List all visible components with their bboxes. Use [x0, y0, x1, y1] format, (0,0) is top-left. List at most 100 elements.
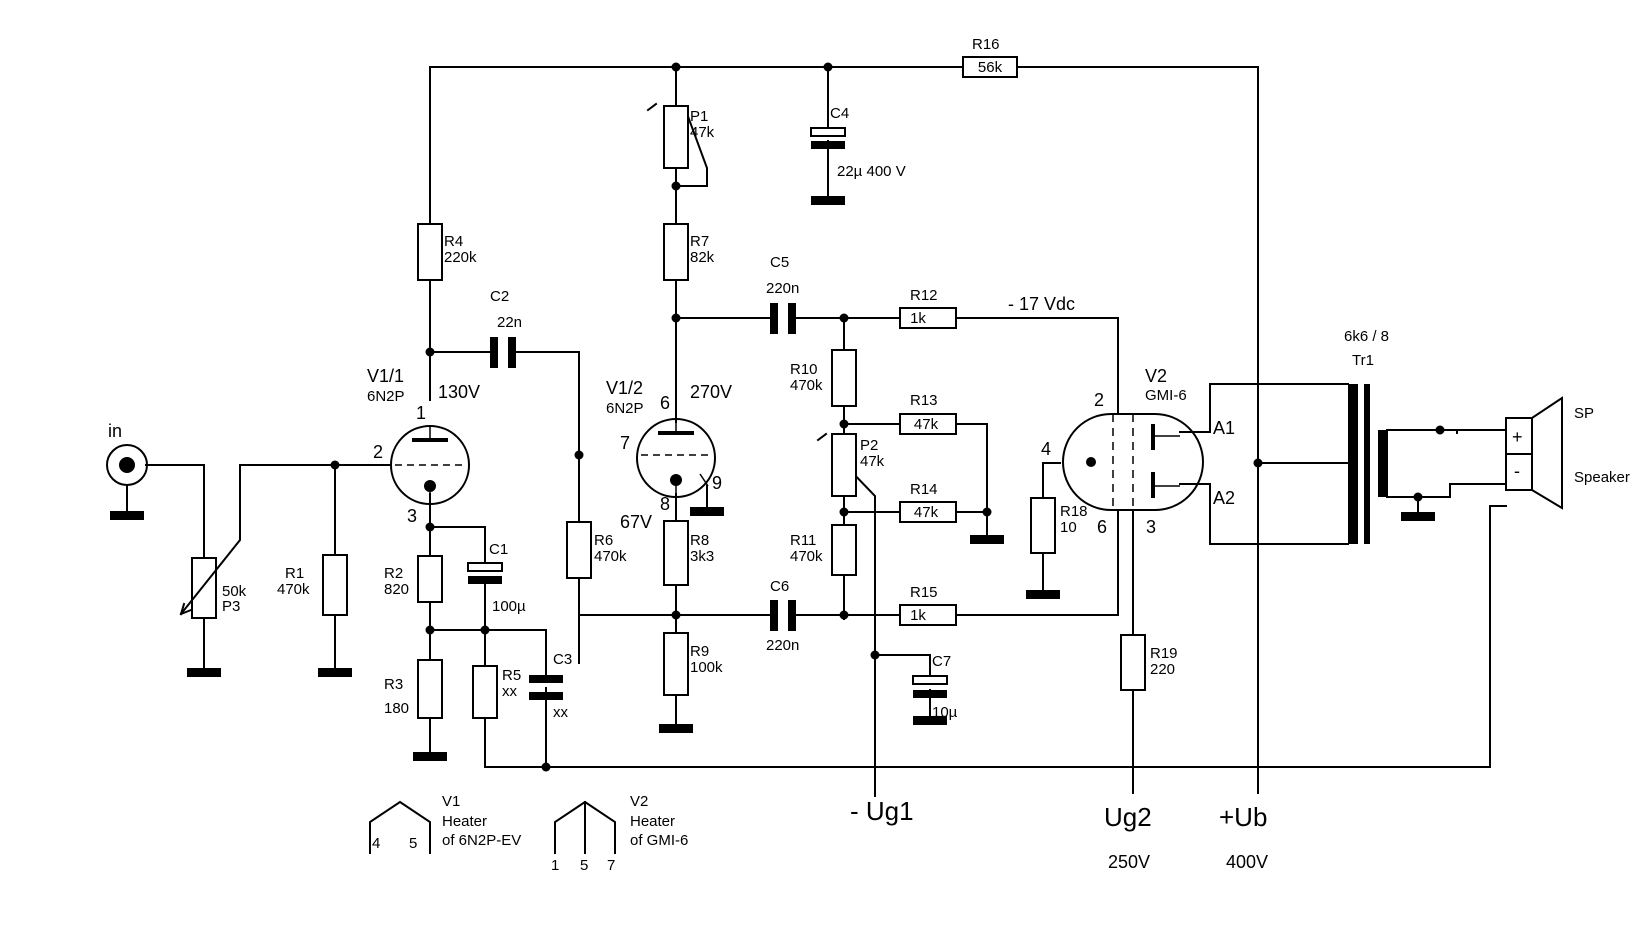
- r14-value: 47k: [914, 504, 939, 521]
- ground-icon: [913, 716, 947, 725]
- resistor-r1: [322, 554, 348, 616]
- junction-dot: [839, 313, 849, 323]
- r11-value: 470k: [790, 548, 823, 565]
- resistor-r14: [899, 501, 957, 523]
- heater-v2-pin: 1: [551, 857, 559, 874]
- r15-name: R15: [910, 584, 938, 601]
- v1-1-type: 6N2P: [367, 388, 405, 405]
- ground-icon: [970, 535, 1004, 544]
- resistor-r3: [417, 659, 443, 719]
- junction-dot: [1435, 425, 1445, 435]
- capacitor-c4: [810, 127, 846, 149]
- c6-value: 220n: [766, 637, 799, 654]
- v2-pin: 4: [1041, 439, 1051, 459]
- ground-icon: [110, 511, 144, 520]
- junction-dots: [330, 62, 1445, 772]
- heater-v1-title: V1: [442, 793, 460, 810]
- junction-dot: [425, 522, 435, 532]
- bias-note: - 17 Vdc: [1008, 294, 1075, 314]
- junction-dot: [425, 347, 435, 357]
- ground-icon: [1026, 590, 1060, 599]
- transformer-name: Tr1: [1352, 352, 1374, 369]
- junction-dot: [480, 625, 490, 635]
- junction-dot: [425, 625, 435, 635]
- v2-pin: 6: [1097, 517, 1107, 537]
- r18-name: R18: [1060, 503, 1088, 520]
- r9-value: 100k: [690, 659, 723, 676]
- junction-dot: [823, 62, 833, 72]
- r6-name: R6: [594, 532, 613, 549]
- resistor-r10: [831, 349, 857, 407]
- v2-name: V2: [1145, 366, 1167, 386]
- resistor-r9: [663, 632, 689, 696]
- potentiometer-p1: [663, 105, 689, 169]
- ground-icon: [187, 668, 221, 677]
- resistor-r7: [663, 223, 689, 281]
- resistor-r19: [1120, 634, 1146, 691]
- tube-v2: [1062, 413, 1204, 511]
- r2-name: R2: [384, 565, 403, 582]
- junction-dot: [982, 507, 992, 517]
- p1-name: P1: [690, 108, 708, 125]
- v1-1-name: V1/1: [367, 366, 404, 386]
- c5-value: 220n: [766, 280, 799, 297]
- v2-pin: 3: [1146, 517, 1156, 537]
- transformer-ratio: 6k6 / 8: [1344, 328, 1389, 345]
- r9-name: R9: [690, 643, 709, 660]
- ground-symbols: [110, 196, 1435, 761]
- junction-dot: [671, 313, 681, 323]
- r12-value: 1k: [910, 310, 926, 327]
- heater-v1-symbol: [369, 800, 431, 854]
- junction-dot: [839, 610, 849, 620]
- r5-name: R5: [502, 667, 521, 684]
- r1-value: 470k: [277, 581, 310, 598]
- speaker-name: SP: [1574, 405, 1594, 422]
- heater-v2-pin: 5: [580, 857, 588, 874]
- r3-name: R3: [384, 676, 403, 693]
- r5-value: xx: [502, 683, 518, 700]
- r19-name: R19: [1150, 645, 1178, 662]
- v2-anode-label: A1: [1213, 418, 1235, 438]
- tube-v1-2: [636, 418, 716, 498]
- capacitor-c6: [770, 600, 796, 631]
- input-jack: [106, 444, 148, 512]
- r11-name: R11: [790, 532, 816, 549]
- ground-icon: [413, 752, 447, 761]
- potentiometer-p2: [831, 433, 857, 497]
- junction-dot: [671, 610, 681, 620]
- junction-dot: [839, 419, 849, 429]
- resistor-r6: [566, 521, 592, 579]
- heater-v2-symbol: [554, 800, 616, 854]
- r7-name: R7: [690, 233, 709, 250]
- v1-2-pin: 9: [712, 473, 722, 493]
- ground-icon: [690, 507, 724, 516]
- capacitor-c3: [529, 675, 563, 700]
- ground-icon: [1401, 512, 1435, 521]
- v1-2-type: 6N2P: [606, 400, 644, 417]
- speaker-plus: +: [1512, 427, 1523, 447]
- ug1-label: - Ug1: [850, 796, 914, 826]
- c4-value: 22µ 400 V: [837, 163, 906, 180]
- v1-2-voltage: 270V: [690, 382, 732, 402]
- r8-name: R8: [690, 532, 709, 549]
- p1-value: 47k: [690, 124, 715, 141]
- resistor-r16: [962, 56, 1018, 78]
- heater-v2-line3: of GMI-6: [630, 832, 688, 849]
- heater-v1-pin: 4: [372, 835, 380, 852]
- input-label: in: [108, 421, 122, 441]
- resistor-r13: [899, 413, 957, 435]
- junction-dot: [1413, 492, 1423, 502]
- ground-icon: [811, 196, 845, 205]
- junction-dot: [671, 181, 681, 191]
- junction-dot: [574, 450, 584, 460]
- ub-label: +Ub: [1219, 802, 1267, 832]
- c5-name: C5: [770, 254, 789, 271]
- ground-icon: [318, 668, 352, 677]
- capacitor-c2: [490, 337, 516, 368]
- resistor-r8: [663, 520, 689, 586]
- heater-v2-line2: Heater: [630, 813, 675, 830]
- junction-dot: [839, 507, 849, 517]
- c3-name: C3: [553, 651, 572, 668]
- p3-name: P3: [222, 598, 240, 615]
